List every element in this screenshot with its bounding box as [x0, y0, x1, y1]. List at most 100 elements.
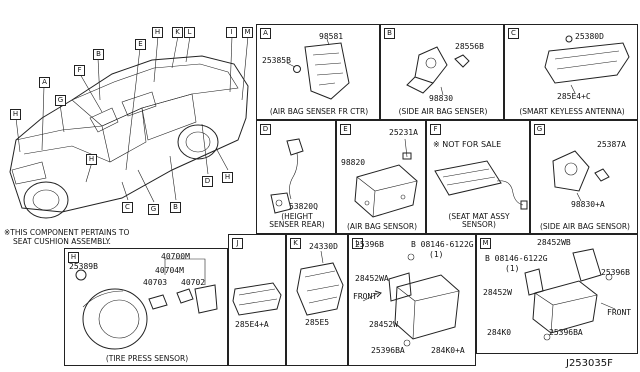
- seat-cushion-note: ※THIS COMPONENT PERTAINS TO SEAT CUSHION…: [4, 228, 130, 246]
- callout-h-left: H: [10, 109, 21, 120]
- panel-b-caption: (SIDE AIR BAG SENSER): [398, 107, 488, 116]
- panel-h: H 40700M 25389B 40704M 40703 40702 (TIRE…: [64, 248, 228, 366]
- panel-k-letter: K: [290, 238, 301, 249]
- part-285e5: 285E5: [305, 318, 330, 327]
- part-08146-6122g: B 08146-6122G: [411, 240, 474, 249]
- panel-a: A 98581 25385B (AIR BAG SENSER FR CTR): [256, 24, 380, 120]
- panel-a-letter: A: [260, 28, 271, 39]
- panel-e-caption: (AIR BAG SENSOR): [346, 222, 418, 231]
- panel-g: G 25387A 98830+A (SIDE AIR BAG SENSOR): [530, 120, 638, 234]
- part-qty-1-m: (1): [505, 264, 520, 273]
- part-25396ba-m: 25396BA: [549, 328, 583, 337]
- panel-g-letter: G: [534, 124, 545, 135]
- panel-b-letter: B: [384, 28, 395, 39]
- part-98830-a: 98830+A: [571, 200, 605, 209]
- part-25380d: 25380D: [575, 32, 604, 41]
- smart-keyless-antenna-drawing: [544, 35, 630, 94]
- callout-h-rear: H: [222, 172, 233, 183]
- panel-k: K 24330D 285E5: [286, 234, 348, 366]
- antenna-j-drawing: [232, 282, 282, 316]
- panel-d-caption: (HEIGHT SENSER REAR): [269, 212, 325, 229]
- part-08146-6122g-m: B 08146-6122G: [485, 254, 548, 263]
- tire-pressure-sensor-drawing: [75, 258, 218, 350]
- callout-b: B: [93, 49, 104, 60]
- panel-c-letter: C: [508, 28, 519, 39]
- callout-f: F: [74, 65, 85, 76]
- panel-c: C 25380D 285E4+C (SMART KEYLESS ANTENNA): [504, 24, 638, 120]
- callout-g: G: [55, 95, 66, 106]
- part-25396b: 25396B: [355, 240, 384, 249]
- part-284k0-a: 284K0+A: [431, 346, 465, 355]
- part-28452wa: 28452WA: [355, 274, 389, 283]
- callout-d: D: [202, 176, 213, 187]
- part-25389b: 25389B: [69, 262, 98, 271]
- part-25396b-m: 25396B: [601, 268, 630, 277]
- panel-d: D 53820Q (HEIGHT SENSER REAR): [256, 120, 336, 234]
- panel-l-letter: L: [352, 238, 363, 249]
- part-98820: 98820: [341, 158, 366, 167]
- callout-m: M: [242, 27, 253, 38]
- part-40700m: 40700M: [161, 252, 190, 261]
- part-285e4-a: 285E4+A: [235, 320, 269, 329]
- panel-l: L 25396B B 08146-6122G (1) 28452WA FRONT…: [348, 234, 476, 366]
- panel-c-caption: (SMART KEYLESS ANTENNA): [519, 107, 625, 116]
- panel-a-caption: (AIR BAG SENSER FR CTR): [269, 107, 369, 116]
- height-sensor-rear-drawing: [270, 138, 304, 214]
- panel-h-caption: (TIRE PRESS SENSOR): [105, 354, 189, 363]
- panel-d-letter: D: [260, 124, 271, 135]
- panel-m-letter: M: [480, 238, 491, 249]
- panel-j: J 285E4+A: [228, 234, 286, 366]
- part-284k0: 284K0: [487, 328, 512, 337]
- antenna-k-drawing: [296, 250, 344, 316]
- part-28452wb: 28452WB: [537, 238, 571, 247]
- panel-h-letter: H: [68, 252, 79, 263]
- callout-a: A: [39, 77, 50, 88]
- vehicle-outline: [9, 35, 249, 219]
- front-arrow-label: FRONT: [353, 292, 378, 301]
- part-40702: 40702: [181, 278, 206, 287]
- seat-mat-sensor-drawing: [434, 160, 528, 210]
- note-line-1: THIS COMPONENT PERTAINS TO: [10, 228, 130, 237]
- side-air-bag-sensor-drawing: [406, 46, 470, 96]
- callout-l: L: [184, 27, 195, 38]
- not-for-sale-label: ※ NOT FOR SALE: [433, 140, 502, 149]
- control-unit-m-drawing: [524, 248, 616, 341]
- part-98830: 98830: [429, 94, 454, 103]
- part-285e4-c: 285E4+C: [557, 92, 591, 101]
- callout-h-roof: H: [152, 27, 163, 38]
- panel-e: E 25231A 98820 (AIR BAG SENSOR): [336, 120, 426, 234]
- part-25231a: 25231A: [389, 128, 418, 137]
- callout-c: C: [122, 202, 133, 213]
- part-qty-1: (1): [429, 250, 444, 259]
- part-28556b: 28556B: [455, 42, 484, 51]
- callout-k: K: [172, 27, 183, 38]
- callout-b-low: B: [170, 202, 181, 213]
- callout-e: E: [135, 39, 146, 50]
- panel-e-letter: E: [340, 124, 351, 135]
- part-25396ba: 25396BA: [371, 346, 405, 355]
- part-25387a: 25387A: [597, 140, 626, 149]
- part-24330d: 24330D: [309, 242, 338, 251]
- panel-f: F ※ NOT FOR SALE (SEAT MAT ASSY SENSOR): [426, 120, 530, 234]
- control-unit-l-drawing: [362, 253, 460, 347]
- part-28452w: 28452W: [369, 320, 398, 329]
- part-40703: 40703: [143, 278, 168, 287]
- air-bag-sensor-unit-drawing: [354, 138, 418, 218]
- part-53820q: 53820Q: [289, 202, 318, 211]
- note-line-2: SEAT CUSHION ASSEMBLY.: [13, 236, 111, 246]
- panel-f-caption: (SEAT MAT ASSY SENSOR): [448, 212, 510, 229]
- part-98581: 98581: [319, 32, 344, 41]
- callout-j: I: [226, 27, 237, 38]
- front-arrow-label-m: FRONT: [607, 308, 632, 317]
- overview-panel: A G F B E H K L I M H H C G B D H: [2, 22, 256, 230]
- callout-g-low: G: [148, 204, 159, 215]
- part-40704m: 40704M: [155, 266, 184, 275]
- panel-g-caption: (SIDE AIR BAG SENSOR): [540, 222, 630, 231]
- panel-f-letter: F: [430, 124, 441, 135]
- part-25385b: 25385B: [262, 56, 291, 65]
- side-air-bag-sensor-g-drawing: [552, 150, 610, 202]
- panel-m: M 28452WB B 08146-6122G (1) 25396B 28452…: [476, 234, 638, 354]
- panel-b: B 28556B 98830 (SIDE AIR BAG SENSER): [380, 24, 504, 120]
- panel-j-letter: J: [232, 238, 243, 249]
- diagram-id: J253035F: [566, 358, 613, 369]
